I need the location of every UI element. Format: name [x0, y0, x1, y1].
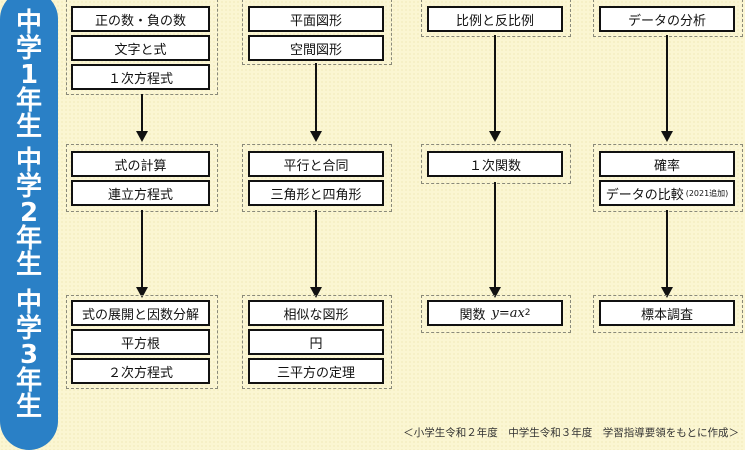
col1-grade1-item: 正の数・負の数 [71, 6, 210, 32]
col1-grade2-item: 式の計算 [71, 151, 210, 177]
col2-grade2-item: 三角形と四角形 [248, 180, 384, 206]
col4-grade2-item: 確率 [599, 151, 735, 177]
col1-grade1-item: １次方程式 [71, 64, 210, 90]
col1-grade2-item: 連立方程式 [71, 180, 210, 206]
col2-arrow-2-head [310, 287, 322, 298]
col2-grade3-item: 三平方の定理 [248, 358, 384, 384]
col2-grade2-item: 平行と合同 [248, 151, 384, 177]
col3-arrow-1-head [489, 131, 501, 142]
col4-arrow-1 [666, 35, 668, 131]
col1-grade3-item: 平方根 [71, 329, 210, 355]
col4-arrow-1-head [661, 131, 673, 142]
col2-grade1-item: 平面図形 [248, 6, 384, 32]
function-formula: y=ax [491, 305, 525, 321]
col4-grade2-item: データの比較 (2021追加) [599, 180, 735, 206]
col1-arrow-2 [141, 210, 143, 287]
data-compare-label: データの比較 [605, 187, 684, 203]
col1-arrow-2-head [136, 287, 148, 298]
col4-arrow-2-head [661, 287, 673, 298]
col4-arrow-2 [666, 210, 668, 287]
col4-grade3-item: 標本調査 [599, 300, 735, 326]
col3-arrow-2-head [489, 287, 501, 298]
col3-arrow-2 [494, 182, 496, 287]
function-label: 関数 [459, 307, 486, 323]
data-compare-note: (2021追加) [685, 188, 729, 198]
col3-arrow-1 [494, 35, 496, 131]
col2-arrow-1-head [310, 131, 322, 142]
col3-grade2-item: １次関数 [427, 151, 563, 177]
col2-grade1-item: 空間図形 [248, 35, 384, 61]
source-note: ＜小学生令和２年度 中学生令和３年度 学習指導要領をもとに作成＞ [403, 427, 739, 439]
col1-grade1-item: 文字と式 [71, 35, 210, 61]
col2-grade3-item: 相似な図形 [248, 300, 384, 326]
col1-grade3-item: ２次方程式 [71, 358, 210, 384]
col1-arrow-1-head [136, 131, 148, 142]
grade-bar [0, 0, 58, 450]
col2-arrow-2 [315, 210, 317, 287]
col3-grade1-item: 比例と反比例 [427, 6, 563, 32]
col4-grade1-item: データの分析 [599, 6, 735, 32]
function-exponent: 2 [524, 308, 531, 318]
col2-grade3-item: 円 [248, 329, 384, 355]
col1-arrow-1 [141, 94, 143, 131]
col1-grade3-item: 式の展開と因数分解 [71, 300, 210, 326]
col2-arrow-1 [315, 63, 317, 131]
